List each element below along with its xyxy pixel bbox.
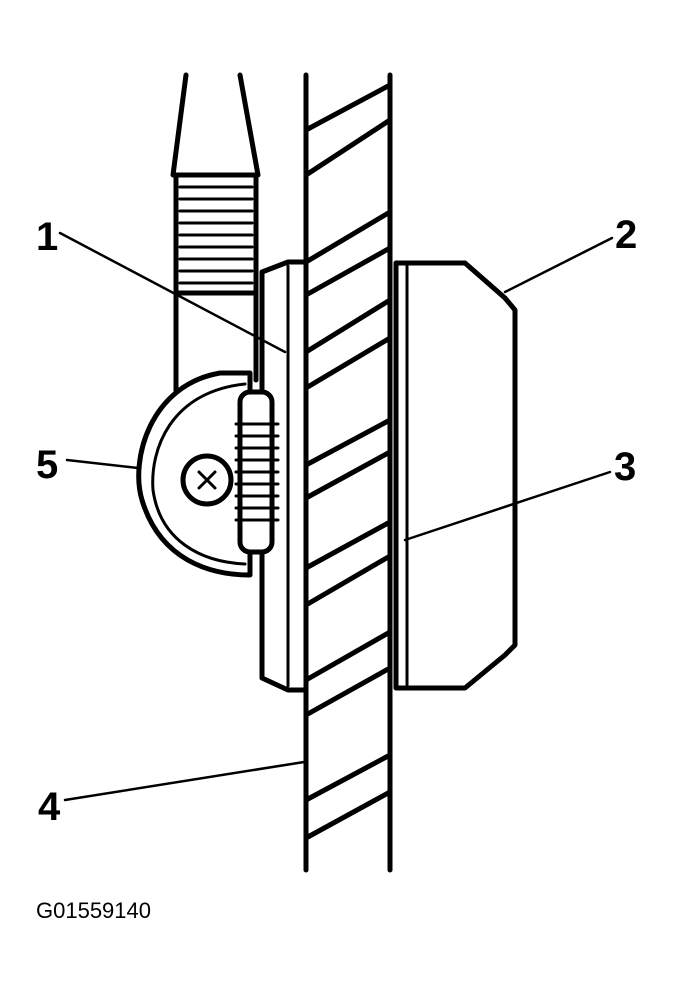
screw-icon <box>180 453 234 507</box>
callout-1: 1 <box>36 215 58 259</box>
antenna-mast <box>170 72 261 403</box>
figure-id: G01559140 <box>36 898 151 923</box>
leader-lines <box>58 231 614 802</box>
callout-2: 2 <box>615 213 637 257</box>
retaining-nut <box>393 260 518 691</box>
callout-3: 3 <box>614 445 636 489</box>
callout-5: 5 <box>36 443 58 487</box>
gasket <box>259 259 309 693</box>
body-panel <box>303 72 393 873</box>
callout-4: 4 <box>38 785 61 829</box>
antenna-base <box>136 370 280 578</box>
